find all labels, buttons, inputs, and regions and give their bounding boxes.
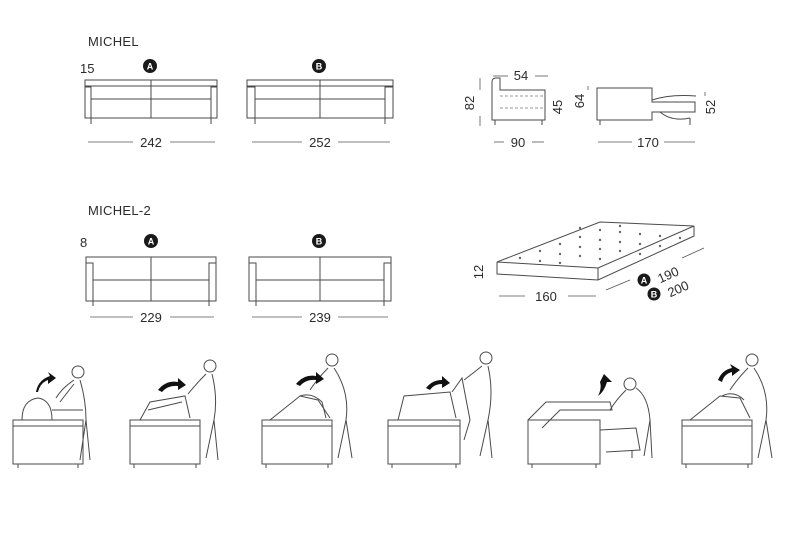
side-depth-top: 54 <box>514 68 528 83</box>
svg-text:A: A <box>148 237 155 247</box>
open-height: 64 <box>572 94 587 108</box>
open-bed-height: 52 <box>703 100 718 114</box>
michel2-width-a: 229 <box>140 310 162 325</box>
opening-step-2 <box>129 359 219 468</box>
mattress-thickness: 12 <box>471 265 486 279</box>
michel-back-height: 15 <box>80 61 94 76</box>
svg-text:B: B <box>316 62 323 72</box>
open-length: 170 <box>637 135 659 150</box>
michel-width-a: 242 <box>140 135 162 150</box>
michel2-sofa-b: B 239 <box>248 234 392 325</box>
michel2-sofa-a: 8 A 229 <box>80 234 217 325</box>
opening-step-3 <box>261 353 353 468</box>
badge-a: A <box>144 234 158 248</box>
michel2-width-b: 239 <box>309 310 331 325</box>
badge-b: B <box>312 59 326 73</box>
svg-text:B: B <box>651 290 658 300</box>
opening-step-6 <box>681 353 773 468</box>
michel-width-b: 252 <box>309 135 331 150</box>
michel2-back-height: 8 <box>80 235 87 250</box>
svg-text:A: A <box>641 276 648 286</box>
mattress-diagram: 12 160 A 190 B <box>471 221 705 304</box>
opening-step-1 <box>12 365 91 468</box>
michel-open-view: 64 52 170 <box>572 86 718 150</box>
opening-step-5 <box>527 374 653 468</box>
side-depth: 90 <box>511 135 525 150</box>
opening-step-4 <box>387 351 493 468</box>
model-title-michel: MICHEL <box>88 34 139 49</box>
michel-sofa-a: 15 A 242 <box>80 59 218 150</box>
model-title-michel-2: MICHEL-2 <box>88 203 151 218</box>
side-height: 82 <box>462 96 477 110</box>
michel-side-view: 54 82 45 90 <box>462 68 565 150</box>
svg-text:B: B <box>316 237 323 247</box>
mattress-tufting <box>518 224 682 265</box>
mattress-width: 160 <box>535 289 557 304</box>
badge-b: B <box>312 234 326 248</box>
svg-text:A: A <box>147 62 154 72</box>
side-seat-height: 45 <box>550 100 565 114</box>
michel-sofa-b: B 252 <box>246 59 394 150</box>
badge-a: A <box>143 59 157 73</box>
